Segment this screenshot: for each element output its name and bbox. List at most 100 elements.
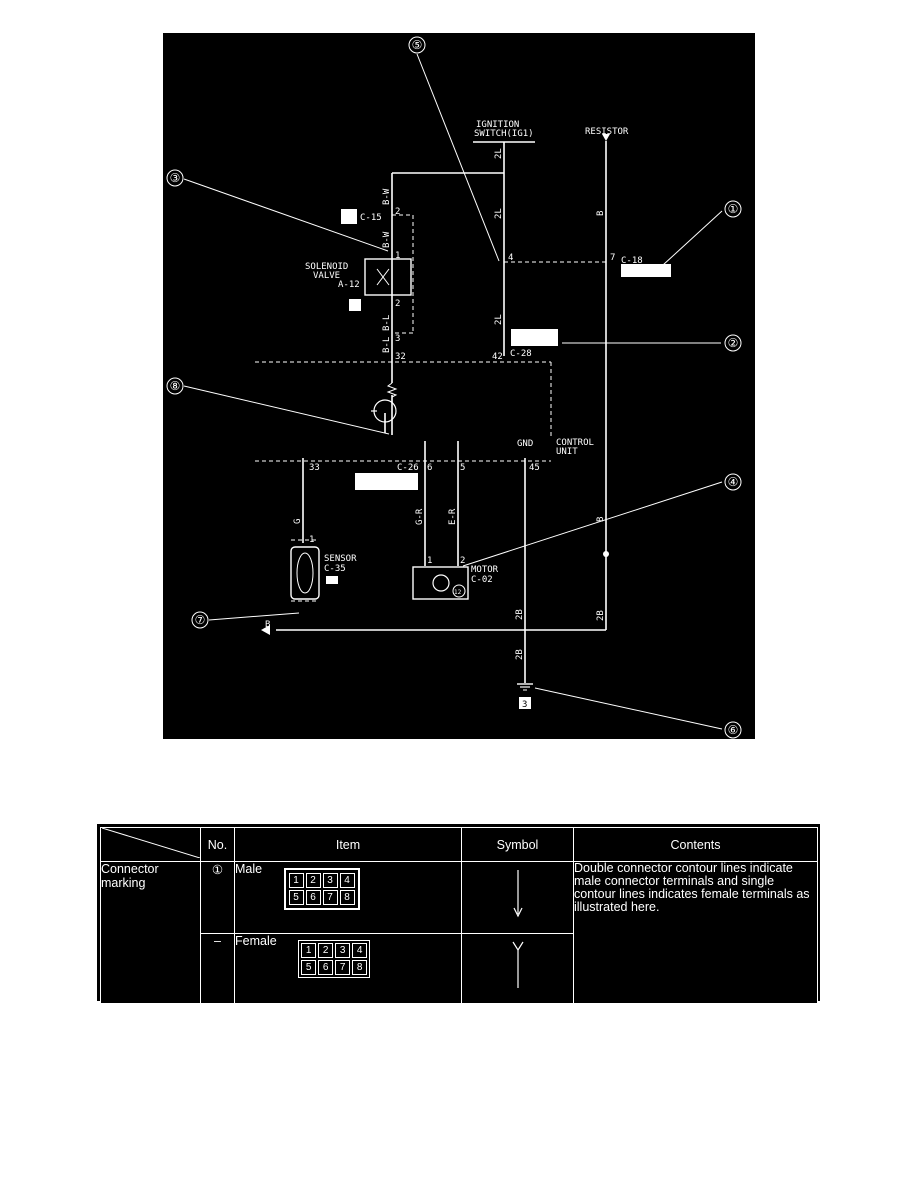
- pin-42: 42: [492, 352, 503, 362]
- callout-2: ②: [728, 336, 739, 350]
- female-item-label: Female: [235, 934, 277, 948]
- ground-number-box: [519, 697, 531, 709]
- pin-2-motor: 2: [460, 556, 465, 566]
- male-symbol-cell: [461, 861, 574, 934]
- male-item-label: Male: [235, 862, 263, 876]
- pin-5: 5: [460, 463, 465, 473]
- wire-b-return: B: [265, 620, 270, 630]
- wire-er-motor: E-R: [448, 508, 458, 525]
- wire-bl-upper: B-L: [382, 315, 392, 331]
- header-no: No.: [200, 827, 235, 862]
- motor-ground-badge: [452, 584, 466, 598]
- c28-connector-icon: [511, 329, 558, 346]
- pin-7: 7: [610, 253, 615, 263]
- female-fork-symbol: [511, 941, 524, 988]
- wire-bw-mid: B-W: [382, 231, 392, 248]
- wiring-diagram-svg: IGNITION SWITCH(IG1) RESISTOR SOLENOID V…: [166, 36, 742, 739]
- male-pin: 1: [288, 873, 304, 888]
- control-unit-label-2: UNIT: [556, 447, 578, 457]
- male-pin: 7: [322, 890, 338, 905]
- callout-7: ⑦: [195, 613, 206, 627]
- wire-2l-top: 2L: [494, 148, 504, 159]
- ground-number: 3: [522, 700, 527, 710]
- callout-1: ①: [728, 202, 739, 216]
- pin-4: 4: [508, 253, 513, 263]
- female-pin: 3: [335, 943, 351, 958]
- c15-connector-icon: [341, 209, 357, 224]
- c26-connector-icon: [355, 473, 418, 490]
- a12-connector-icon: [349, 299, 361, 311]
- wire-2b-right: 2B: [596, 610, 606, 621]
- male-no: ①: [200, 861, 235, 934]
- solenoid-label-1: SOLENOID: [305, 262, 348, 272]
- female-item-cell: Female 1 2 3 4 5 6 7 8: [234, 933, 462, 1004]
- female-pin: 2: [318, 943, 334, 958]
- female-pin: 6: [318, 960, 334, 975]
- callout-3: ③: [170, 171, 181, 185]
- male-pin: 3: [322, 873, 338, 888]
- pin-1-motor: 1: [427, 556, 432, 566]
- female-symbol-cell: [461, 933, 574, 1004]
- pin-33: 33: [309, 463, 320, 473]
- solenoid-label-3: A-12: [338, 280, 360, 290]
- pin-6: 6: [427, 463, 432, 473]
- solenoid-label-2: VALVE: [313, 271, 340, 281]
- male-pin: 5: [288, 890, 304, 905]
- c18-connector-icon: [621, 264, 671, 277]
- header-item: Item: [234, 827, 462, 862]
- header-blank: [100, 827, 201, 862]
- female-pin: 8: [352, 960, 368, 975]
- control-unit-label-1: CONTROL: [556, 438, 594, 448]
- resistor-label: RESISTOR: [585, 127, 629, 137]
- header-contents: Contents: [573, 827, 818, 862]
- wire-bl-lower: B-L: [382, 337, 392, 353]
- callout-5: ⑤: [412, 38, 423, 52]
- wire-gr-motor: G-R: [415, 508, 425, 525]
- sensor-label-2: C-35: [324, 564, 346, 574]
- sensor-label-1: SENSOR: [324, 554, 357, 564]
- pin-45: 45: [529, 463, 540, 473]
- c15-label: C-15: [360, 213, 382, 223]
- male-pin: 2: [305, 873, 321, 888]
- pin-1-valve: 1: [395, 251, 400, 261]
- callout-4: ④: [728, 475, 739, 489]
- male-connector-diagram: 1 2 3 4 5 6 7 8: [283, 868, 360, 910]
- female-pin: 7: [335, 960, 351, 975]
- male-item-cell: Male 1 2 3 4 5 6 7 8: [234, 861, 462, 934]
- wire-2b-ground-lower: 2B: [515, 649, 525, 660]
- splice-point: [603, 551, 609, 557]
- header-diagonal: [101, 827, 200, 859]
- wire-bw-top: B-W: [382, 188, 392, 205]
- wire-b-resistor: B: [596, 211, 606, 216]
- female-connector-diagram: 1 2 3 4 5 6 7 8: [298, 940, 371, 978]
- pin-2-valve: 2: [395, 299, 400, 309]
- ignition-switch-label-1: IGNITION: [476, 120, 519, 130]
- wiring-diagram: IGNITION SWITCH(IG1) RESISTOR SOLENOID V…: [163, 33, 755, 739]
- c18-label: C-18: [621, 256, 643, 266]
- motor-label-2: C-02: [471, 575, 493, 585]
- c26-label: C-26: [397, 463, 419, 473]
- female-pin: 1: [301, 943, 317, 958]
- ignition-switch-label-2: SWITCH(IG1): [474, 129, 534, 139]
- pin-2-c15: 2: [395, 207, 400, 217]
- wire-2l-mid: 2L: [494, 208, 504, 219]
- male-pin: 6: [305, 890, 321, 905]
- gnd-label: GND: [517, 439, 533, 449]
- female-no: –: [200, 933, 235, 1004]
- pin-1-sensor: 1: [309, 535, 314, 545]
- motor-label-1: MOTOR: [471, 565, 499, 575]
- wire-2b-ground-upper: 2B: [515, 609, 525, 620]
- male-pin: 8: [339, 890, 355, 905]
- male-arrow-symbol: [512, 870, 523, 918]
- contents-description: Double connector contour lines indicate …: [573, 861, 818, 1004]
- wire-2l-low: 2L: [494, 314, 504, 325]
- pin-32: 32: [395, 352, 406, 362]
- pin-3: 3: [395, 334, 400, 344]
- row-label-connector-marking: Connector marking: [100, 861, 201, 1004]
- c28-label: C-28: [510, 349, 532, 359]
- male-pin: 4: [339, 873, 355, 888]
- header-symbol: Symbol: [461, 827, 574, 862]
- connector-legend-table: No. Item Symbol Contents Connector marki…: [97, 824, 820, 1004]
- wire-g-sensor: G: [293, 519, 303, 524]
- female-pin: 4: [352, 943, 368, 958]
